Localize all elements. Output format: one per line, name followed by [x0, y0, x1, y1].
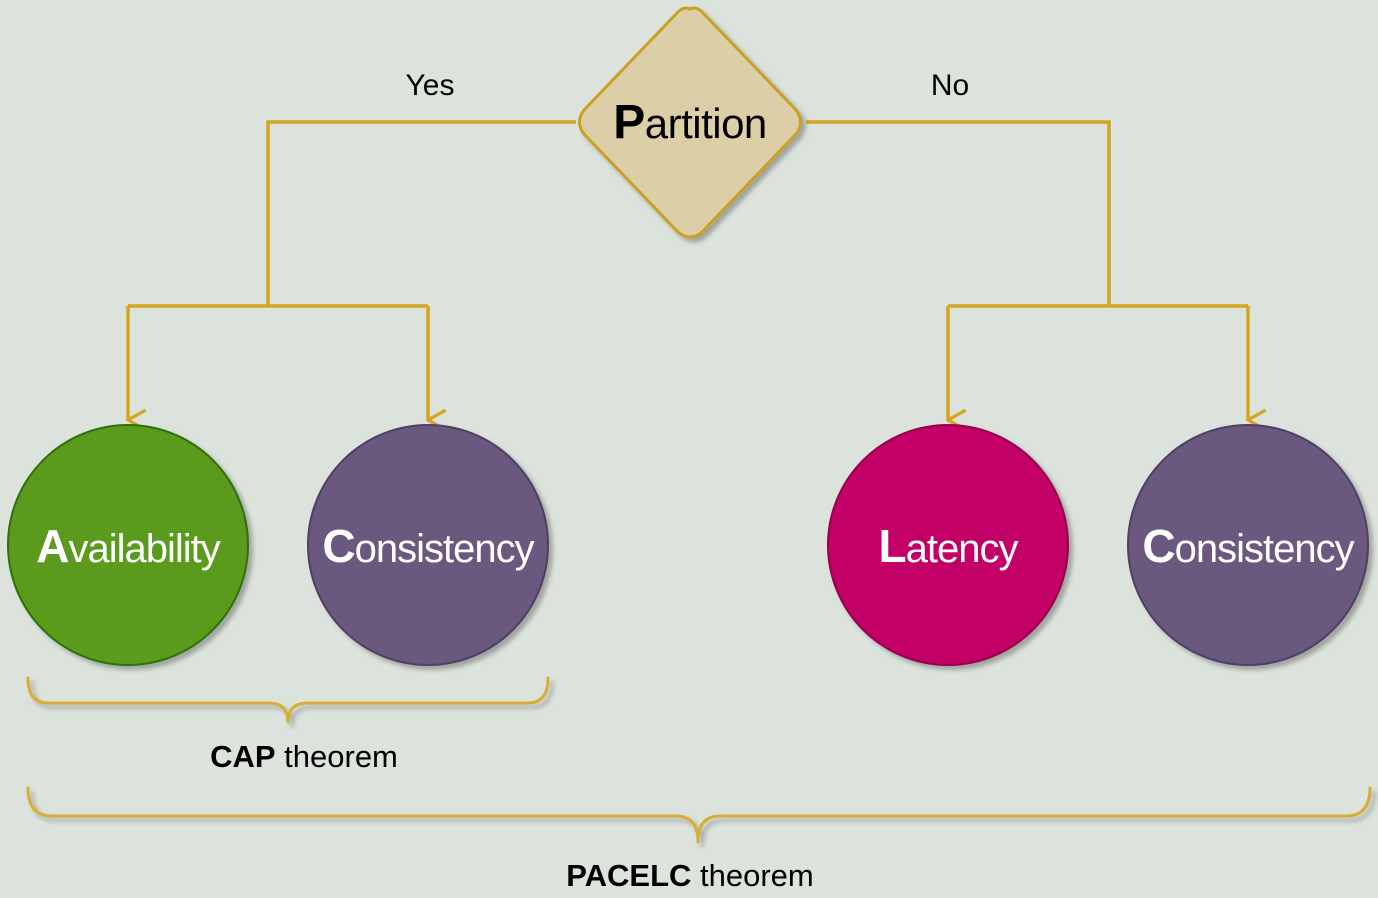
latency-label: Latency	[879, 520, 1019, 572]
partition-rest: artition	[645, 100, 767, 147]
partition-initial: P	[613, 96, 645, 149]
consistency-cap-label: Consistency	[322, 520, 534, 572]
node-consistency-cap: Consistency	[307, 424, 549, 666]
node-latency: Latency	[827, 424, 1069, 666]
cap-strong: CAP	[210, 739, 275, 774]
partition-label: Partition	[613, 96, 767, 149]
connector-no-trunk	[806, 120, 1111, 306]
availability-circle	[7, 424, 249, 666]
cap-rest: theorem	[276, 739, 398, 774]
cap-theorem-label: CAP theorem	[210, 739, 398, 774]
partition-diamond	[578, 6, 802, 239]
availability-initial: A	[36, 520, 68, 572]
consistency-else-circle	[1127, 424, 1369, 666]
availability-label: Availability	[36, 520, 221, 572]
pacelc-brace	[26, 786, 1372, 844]
connector-yes-trunk	[266, 120, 576, 306]
consistency-else-initial: C	[1142, 520, 1174, 572]
consistency-cap-rest: onsistency	[355, 527, 535, 571]
availability-rest: vailability	[68, 527, 220, 571]
node-consistency-else: Consistency	[1127, 424, 1369, 666]
consistency-cap-circle	[307, 424, 549, 666]
consistency-else-rest: onsistency	[1175, 527, 1355, 571]
pacelc-theorem-label: PACELC theorem	[566, 858, 814, 893]
branch-label-no: No	[931, 69, 969, 102]
cap-brace	[26, 676, 550, 724]
pacelc-rest: theorem	[691, 858, 813, 893]
pacelc-strong: PACELC	[566, 858, 691, 893]
branch-label-yes: Yes	[406, 69, 455, 102]
latency-initial: L	[879, 520, 906, 572]
consistency-cap-initial: C	[322, 520, 354, 572]
consistency-else-label: Consistency	[1142, 520, 1354, 572]
latency-circle	[827, 424, 1069, 666]
latency-rest: atency	[906, 527, 1019, 571]
node-availability: Availability	[7, 424, 249, 666]
partition-decision: Partition	[578, 6, 802, 239]
